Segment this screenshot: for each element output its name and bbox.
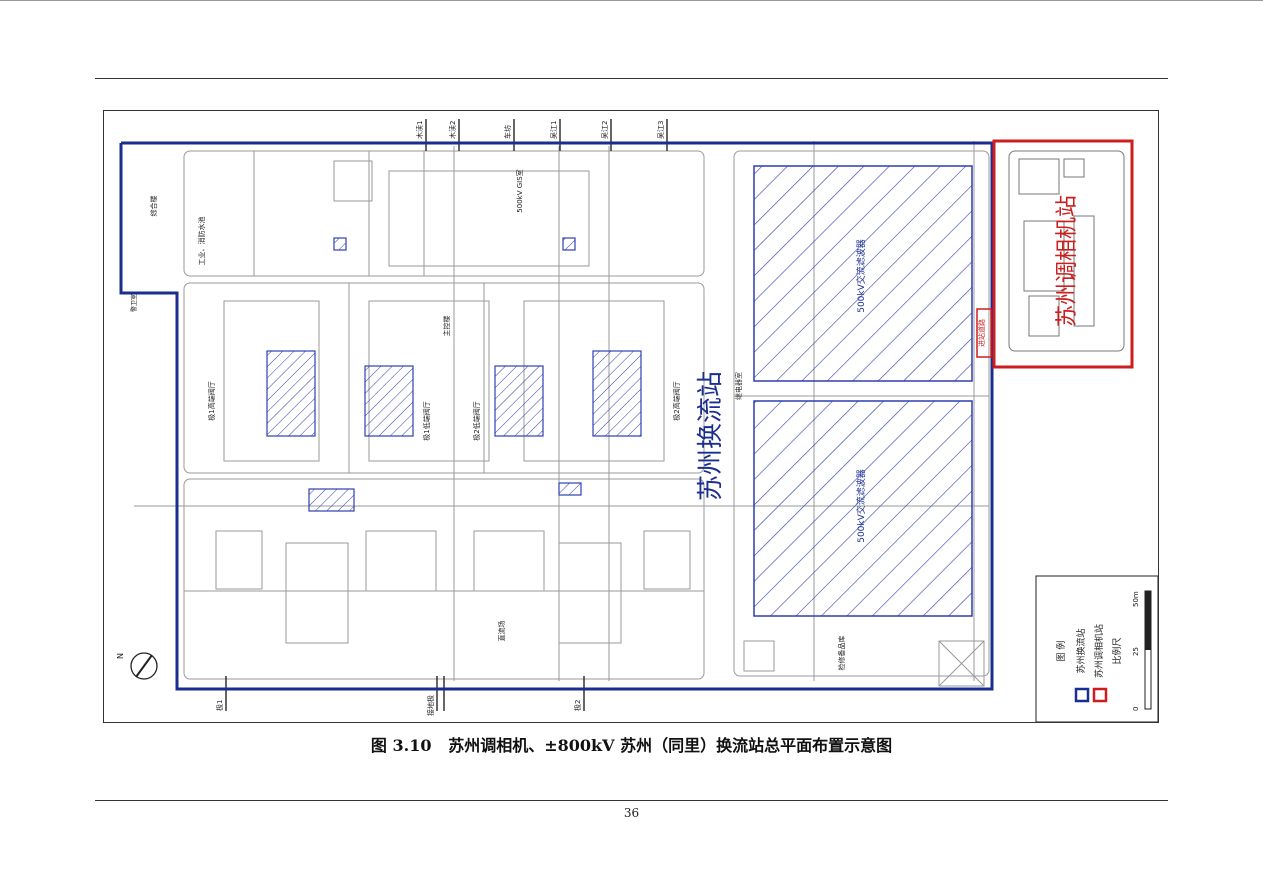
legend-title: 图 例 xyxy=(1055,641,1067,662)
north-label: N xyxy=(116,653,125,659)
compensator-boundary xyxy=(992,139,1134,369)
line-label-4: 吴江1 xyxy=(550,121,558,139)
scale-tick-0: 0 xyxy=(1132,707,1140,711)
site-plan-drawing: 苏州换流站 苏州调相机站 500kV交流滤波器 500kV交流滤波器 继电器室 … xyxy=(116,119,1158,722)
valve-hall-label-3: 极2低端阀厅 xyxy=(472,401,481,440)
legend-box xyxy=(1035,575,1158,722)
relay-room-label: 继电器室 xyxy=(734,372,743,400)
filter-label-upper: 500kV交流滤波器 xyxy=(855,239,867,313)
footer-rule xyxy=(95,800,1168,801)
line-label-2: 木渎2 xyxy=(448,121,457,139)
line-bays-top xyxy=(425,119,668,151)
converter-transformers xyxy=(266,237,642,512)
valve-hall-label-4: 极2高端阀厅 xyxy=(672,381,681,420)
site-plan-figure: 苏州换流站 苏州调相机站 500kV交流滤波器 500kV交流滤波器 继电器室 … xyxy=(103,110,1159,723)
legend-item-compensator: 苏州调相机站 xyxy=(1093,624,1105,678)
entrance-road-marker xyxy=(976,308,992,358)
line-label-6: 吴江3 xyxy=(657,121,665,139)
figure-number: 图 3.10 xyxy=(370,736,432,755)
legend-scale-label: 比例尺 xyxy=(1111,637,1123,664)
ac-filter-fields xyxy=(753,165,973,617)
figure-title: 苏州调相机、±800kV 苏州（同里）换流站总平面布置示意图 xyxy=(448,736,893,755)
entrance-road-label: 进站道路 xyxy=(977,319,986,347)
scale-tick-25: 25 xyxy=(1132,647,1140,656)
north-arrow-icon xyxy=(130,652,158,680)
fire-pump-label: 工业、消防水池 xyxy=(197,217,206,266)
line-bays-bottom xyxy=(225,676,585,711)
scale-tick-50: 50m xyxy=(1132,591,1140,607)
page-number: 36 xyxy=(623,806,640,820)
compensator-name-label: 苏州调相机站 xyxy=(1055,195,1080,327)
bottom-line-label-2: 接地极 xyxy=(426,695,435,716)
dc-yard-label: 直流场 xyxy=(497,621,506,642)
figure-caption: 图 3.10 苏州调相机、±800kV 苏州（同里）换流站总平面布置示意图 xyxy=(0,732,1263,756)
main-control-label: 主控楼 xyxy=(442,316,451,337)
spare-parts-label: 检修备品库 xyxy=(837,636,846,671)
compensator-layout xyxy=(1008,150,1125,352)
line-label-1: 木渎1 xyxy=(415,121,424,139)
converter-station-boundary xyxy=(119,141,994,691)
bottom-line-label-1: 极1 xyxy=(215,700,224,711)
gis-room-label: 500kV GIS室 xyxy=(515,169,524,212)
line-label-3: 车坊 xyxy=(503,125,512,139)
guard-room-label: 警卫室 xyxy=(130,294,138,312)
legend-item-station: 苏州换流站 xyxy=(1075,628,1087,673)
line-label-5: 吴江2 xyxy=(601,121,609,139)
valve-hall-label-2: 极1低端阀厅 xyxy=(422,401,431,440)
header-rule xyxy=(0,0,1263,1)
station-name-label: 苏州换流站 xyxy=(696,371,726,501)
bottom-line-label-3: 极2 xyxy=(573,700,582,711)
header-rule-main xyxy=(95,78,1168,79)
valve-hall-label-1: 极1高端阀厅 xyxy=(207,381,216,420)
filter-label-lower: 500kV交流滤波器 xyxy=(855,469,867,543)
comprehensive-building-label: 综合楼 xyxy=(149,196,158,217)
